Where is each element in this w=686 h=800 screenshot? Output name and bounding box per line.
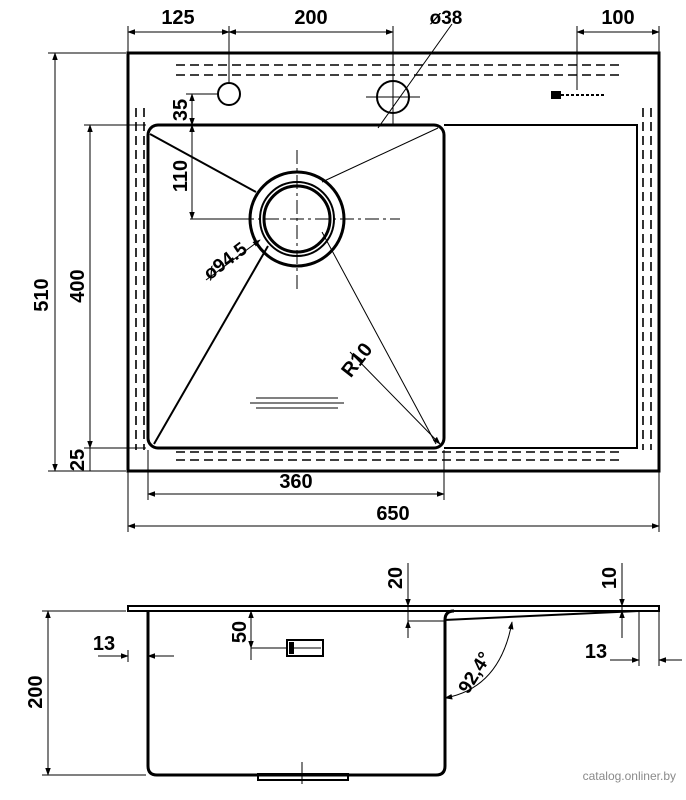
dim-hole-diameter: ø38 [430,8,463,29]
dim-400: 400 [67,269,89,302]
dispenser-hole-icon [551,91,604,99]
extension-lines [48,26,660,532]
drainboard-outline [444,124,638,449]
dim-360: 360 [279,471,312,493]
dim-125: 125 [161,7,194,29]
dim-35: 35 [170,99,192,121]
dim-50: 50 [229,621,251,643]
mounting-rails [135,64,652,461]
dim-200-depth: 200 [25,675,47,708]
drain-stub [257,773,349,781]
dim-510: 510 [31,278,53,311]
overflow-slot-icon [250,397,344,409]
dim-10: 10 [599,567,621,589]
dim-650: 650 [376,503,409,525]
bowl-outline [146,123,446,450]
side-dimension-lines [45,595,682,776]
side-view: 20 10 13 50 13 92,4° 200 [25,563,682,784]
watermark: catalog.onliner.by [583,769,676,783]
dim-20: 20 [385,567,407,589]
dim-25: 25 [67,449,89,471]
dim-200-top: 200 [294,7,327,29]
top-view: 125 200 ø38 100 35 110 ø94.5 510 400 R10… [31,7,661,532]
top-plate [127,605,660,612]
dimension-lines [52,23,660,529]
side-extension-lines [42,563,660,776]
overflow-icon [286,639,324,657]
dim-13-right: 13 [585,641,607,663]
dim-drain-diameter: ø94.5 [200,238,252,284]
tap-hole-icon [217,70,420,124]
dim-13-left: 13 [93,633,115,655]
dim-radius: R10 [337,339,377,381]
dim-110: 110 [170,160,192,192]
dim-100: 100 [601,7,634,29]
bowl-section [146,609,455,777]
